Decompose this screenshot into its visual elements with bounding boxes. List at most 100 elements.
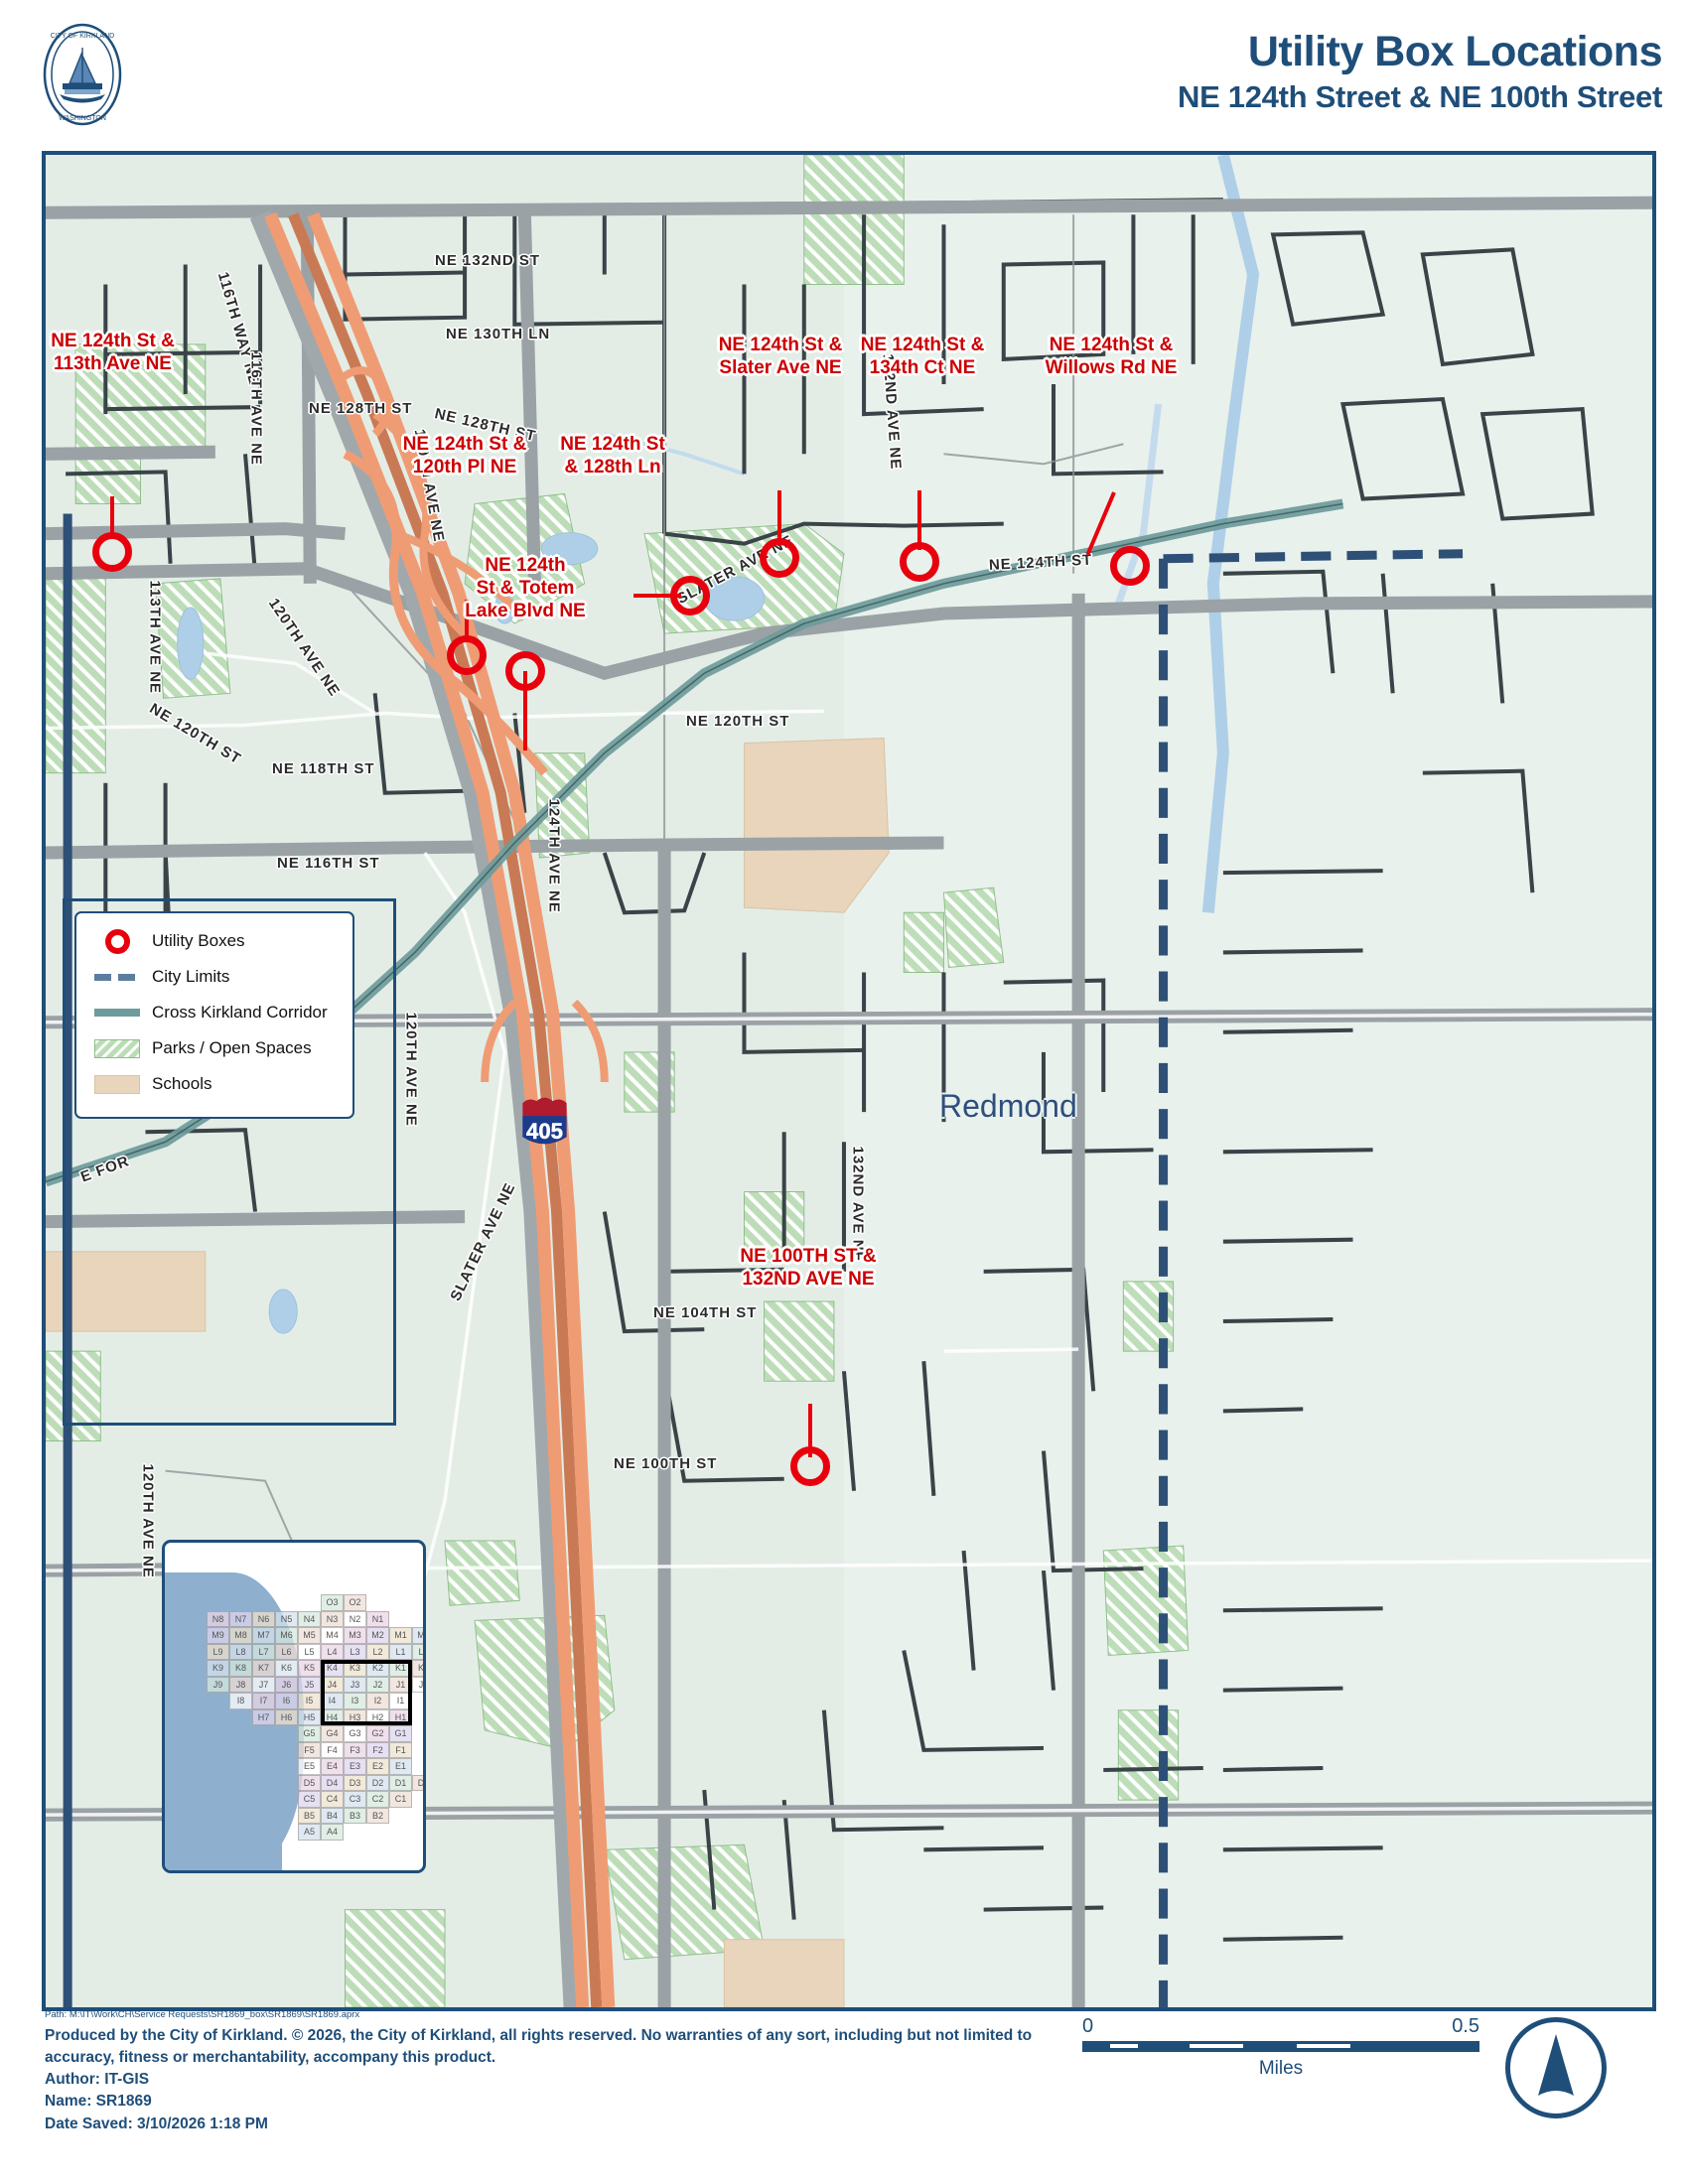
author-text: Author: IT-GIS	[45, 2071, 150, 2088]
inset-grid-cell	[275, 1742, 298, 1759]
inset-grid-cell: A4	[321, 1824, 344, 1841]
utility-box-marker[interactable]	[1110, 546, 1150, 586]
north-arrow-icon	[1505, 2017, 1607, 2118]
utility-box-marker[interactable]	[447, 635, 487, 675]
inset-grid-cell	[252, 1791, 275, 1808]
label-line: Lake Blvd NE	[465, 601, 586, 622]
inset-grid-cell: O3	[321, 1594, 344, 1611]
utility-box-marker[interactable]	[92, 532, 132, 572]
disclaimer-text: Produced by the City of Kirkland. © 2026…	[45, 2027, 1033, 2066]
inset-grid-cell: B2	[366, 1807, 389, 1824]
map-legend: Utility Boxes City Limits Cross Kirkland…	[74, 911, 354, 1119]
inset-grid-cell	[207, 1693, 229, 1709]
legend-label: Parks / Open Spaces	[152, 1038, 312, 1057]
label-line: NE 124th St &	[51, 331, 175, 351]
inset-grid-cell	[252, 1742, 275, 1759]
inset-grid-cell	[275, 1725, 298, 1742]
inset-grid-cell: A5	[298, 1824, 321, 1841]
inset-grid-cell: K8	[229, 1660, 252, 1677]
legend-item-city-limits: City Limits	[76, 959, 352, 995]
inset-grid-cell	[412, 1594, 423, 1611]
legend-outer-frame	[63, 898, 396, 1426]
label-line: NE 124th St &	[718, 335, 843, 355]
inset-grid-cell: F4	[321, 1741, 344, 1758]
title-block: Utility Box Locations NE 124th Street & …	[1178, 29, 1663, 115]
inset-grid-cell	[229, 1594, 252, 1611]
utility-box-label: NE 124th St & Totem Lake Blvd NE	[447, 554, 604, 623]
tan-block-icon	[90, 1074, 144, 1094]
inset-grid-cell: M1	[389, 1627, 412, 1644]
label-line: NE 124th St &	[860, 335, 985, 355]
utility-box-label: NE 124th St & 134th Ct NE	[828, 334, 1017, 379]
inset-grid-cell	[252, 1808, 275, 1825]
solid-line-icon	[90, 1009, 144, 1017]
inset-grid-cell	[252, 1775, 275, 1792]
inset-grid-cell: D0	[412, 1774, 423, 1791]
inset-highlight-box	[321, 1660, 412, 1725]
city-of-kirkland-seal-icon: CITY OF KIRKLAND WASHINGTON	[43, 23, 122, 126]
inset-grid-cell: N3	[321, 1610, 344, 1627]
label-line: NE 100TH ST &	[740, 1246, 877, 1267]
inset-grid-cell: H5	[298, 1708, 321, 1725]
inset-grid-cell	[229, 1725, 252, 1742]
inset-grid-cell: L7	[252, 1643, 275, 1660]
scale-min-label: 0	[1082, 2015, 1094, 2037]
inset-grid-cell: J8	[229, 1676, 252, 1693]
inset-grid-cell	[229, 1808, 252, 1825]
inset-grid-cell: J5	[298, 1676, 321, 1693]
scale-tick	[1110, 2044, 1138, 2048]
inset-grid-cell: J7	[252, 1676, 275, 1693]
scale-tick	[1190, 2044, 1243, 2048]
leader-line	[777, 490, 781, 546]
page-subtitle: NE 124th Street & NE 100th Street	[1178, 79, 1662, 115]
inset-grid-cell	[207, 1791, 229, 1808]
inset-grid-cell	[412, 1791, 423, 1808]
legend-item-schools: Schools	[76, 1066, 352, 1102]
inset-grid-cell: M6	[275, 1627, 298, 1644]
inset-grid-cell: I6	[275, 1693, 298, 1709]
inset-grid-cell: D1	[389, 1774, 412, 1791]
inset-grid-cell	[275, 1758, 298, 1775]
inset-grid-cell: N6	[252, 1610, 275, 1627]
inset-grid-cell: C4	[321, 1791, 344, 1808]
inset-grid-cell	[275, 1775, 298, 1792]
inset-grid-cell	[207, 1594, 229, 1611]
inset-grid-cell: G2	[366, 1725, 389, 1742]
inset-grid-cell: L2	[366, 1643, 389, 1660]
leader-line	[523, 671, 527, 751]
inset-grid-cell: N4	[298, 1610, 321, 1627]
utility-box-label: NE 124th St & 113th Ave NE	[46, 330, 219, 375]
inset-grid-cell: J4	[321, 1676, 344, 1693]
inset-grid-cell: D2	[366, 1774, 389, 1791]
label-line: & 128th Ln	[564, 457, 661, 478]
schools-layer	[46, 737, 890, 2007]
label-line: St & Totem	[476, 578, 575, 600]
svg-text:405: 405	[526, 1119, 563, 1144]
inset-grid-cell	[275, 1791, 298, 1808]
inset-grid-cell	[275, 1594, 298, 1611]
legend-label: Cross Kirkland Corridor	[152, 1003, 328, 1022]
inset-grid-cell: J6	[275, 1676, 298, 1693]
inset-grid-cell	[344, 1824, 366, 1841]
inset-grid-row: L9L8L7L6L5L4L3L2L1L0La	[207, 1643, 423, 1660]
inset-grid-cell	[207, 1742, 229, 1759]
inset-grid-cell: M4	[321, 1627, 344, 1644]
inset-grid-cell	[207, 1709, 229, 1726]
inset-grid-cell: N2	[344, 1610, 366, 1627]
inset-grid-cell: L9	[207, 1643, 229, 1660]
inset-grid-cell: M9	[207, 1627, 229, 1644]
inset-grid-cell: K3	[344, 1660, 366, 1677]
locator-inset-map[interactable]: O3O2N8N7N6N5N4N3N2N1M9M8M7M6M5M4M3M2M1M0…	[162, 1540, 426, 1873]
inset-grid-cell: L5	[298, 1643, 321, 1660]
inset-grid-cell	[229, 1791, 252, 1808]
inset-grid-cell	[207, 1808, 229, 1825]
inset-grid-cell: N7	[229, 1610, 252, 1627]
map-header: CITY OF KIRKLAND WASHINGTON Utility Box …	[0, 0, 1688, 149]
inset-grid-row: D5D4D3D2D1D0	[207, 1774, 423, 1792]
inset-grid-cell	[207, 1775, 229, 1792]
label-line: NE 124th	[485, 555, 566, 576]
legend-item-parks: Parks / Open Spaces	[76, 1030, 352, 1066]
